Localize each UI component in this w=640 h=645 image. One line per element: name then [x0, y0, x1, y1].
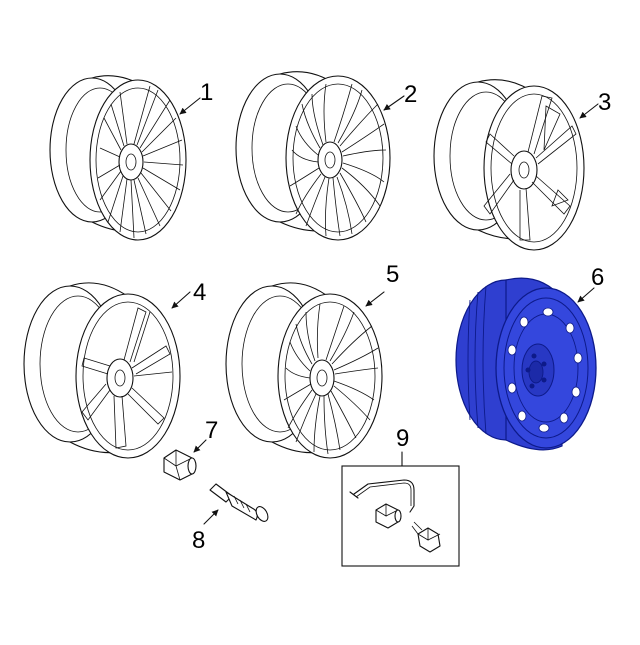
callout-8-leader	[203, 509, 219, 525]
spare-wheel-icon[interactable]	[455, 277, 597, 451]
callout-5-leader	[365, 291, 385, 307]
callout-3-label: 3	[598, 89, 611, 116]
callout-4-leader	[171, 291, 191, 309]
callout-6-label: 6	[591, 264, 604, 291]
callout-1-label: 1	[200, 79, 213, 106]
wheel-5-icon[interactable]	[225, 282, 383, 459]
callout-2-label: 2	[404, 81, 417, 108]
callout-7-label: 7	[205, 417, 218, 444]
wheel-4-icon[interactable]	[23, 282, 181, 459]
callout-4-label: 4	[193, 279, 206, 306]
callout-3-leader	[579, 103, 599, 119]
lug-nut-icon[interactable]	[163, 449, 197, 481]
sensor-kit-box[interactable]	[341, 451, 460, 567]
callout-6-leader	[577, 287, 595, 303]
callout-7-leader	[193, 439, 207, 453]
wheel-1-icon[interactable]	[49, 75, 187, 241]
callout-5-label: 5	[386, 261, 399, 288]
callout-8-label: 8	[192, 527, 205, 554]
valve-stem-icon[interactable]	[209, 483, 270, 523]
callout-2-leader	[383, 95, 405, 111]
wheel-3-icon[interactable]	[433, 79, 585, 251]
callout-9-label: 9	[396, 425, 409, 452]
wheel-2-icon[interactable]	[235, 71, 391, 241]
callout-1-leader	[179, 97, 201, 115]
